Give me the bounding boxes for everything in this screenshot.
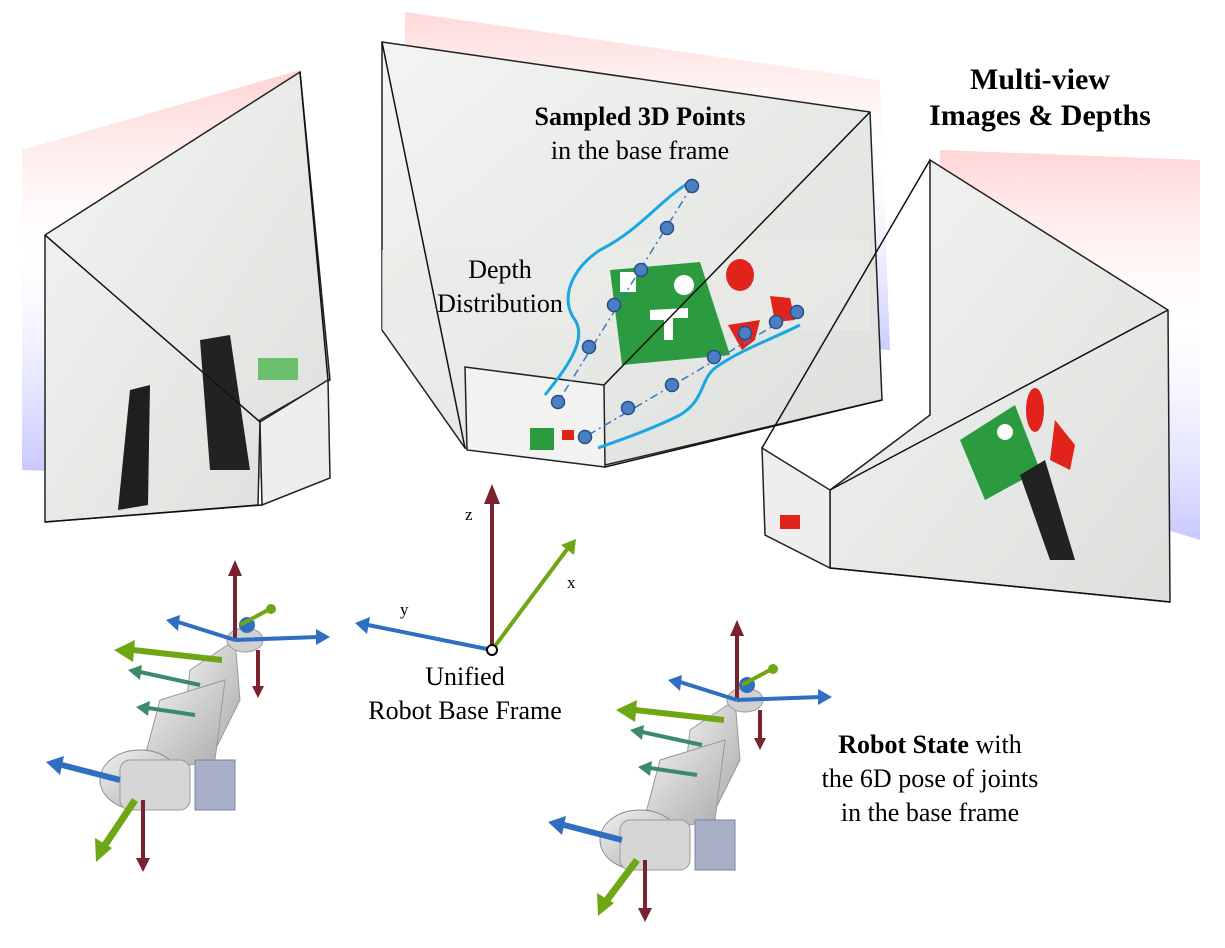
sampled-points — [550, 178, 805, 445]
x-axis-arrow — [561, 539, 576, 555]
x-axis-label: x — [567, 573, 576, 592]
depth-distribution-curve-upper — [543, 180, 691, 396]
z-axis-label: z — [465, 505, 473, 524]
depth-distribution-label: Depth Distribution — [415, 253, 585, 321]
robot-right-joint-frames — [548, 620, 832, 922]
robot-left-joint-frames — [46, 560, 330, 872]
red-cylinder — [726, 259, 754, 291]
y-axis — [367, 623, 493, 652]
base-frame-origin — [486, 644, 498, 656]
base-frame-axes — [355, 484, 576, 656]
sampled-points-label: Sampled 3D Points in the base frame — [490, 100, 790, 168]
center-camera-view — [381, 12, 890, 468]
robot-state-with: with — [968, 730, 1022, 759]
y-axis-label: y — [400, 600, 409, 619]
robot-state-label: Robot State with the 6D pose of joints i… — [770, 728, 1090, 830]
sampled-points-subtitle: in the base frame — [550, 136, 730, 165]
left-camera-frustum-box — [259, 378, 331, 507]
depth-line-1: Depth — [468, 255, 532, 284]
unified-frame-label: Unified Robot Base Frame — [320, 660, 610, 728]
multiview-line-2: Images & Depths — [929, 99, 1151, 132]
right-camera-view — [761, 150, 1200, 603]
multiview-line-1: Multi-view — [970, 63, 1110, 96]
depth-distribution-curve-lower — [597, 323, 801, 450]
sampled-points-title: Sampled 3D Points — [534, 102, 746, 131]
robot-arm-left — [99, 617, 264, 811]
left-camera-view — [22, 70, 331, 523]
robot-state-line-1: Robot State with — [770, 728, 1090, 762]
depth-line-2: Distribution — [437, 289, 563, 318]
unified-line-2: Robot Base Frame — [368, 696, 562, 725]
unified-line-1: Unified — [425, 662, 505, 691]
right-camera-frustum-box — [761, 446, 831, 570]
z-axis-arrow — [484, 484, 500, 504]
y-axis-arrow — [355, 617, 370, 634]
robot-state-line-3: in the base frame — [840, 798, 1020, 827]
robot-state-title: Robot State — [838, 730, 969, 759]
multiview-label: Multi-view Images & Depths — [900, 62, 1180, 134]
center-camera-frustum-box — [464, 366, 606, 468]
robot-state-line-2: the 6D pose of joints — [821, 764, 1039, 793]
green-board-right — [960, 405, 1040, 500]
sample-ray-2 — [584, 311, 798, 438]
x-axis — [490, 546, 570, 652]
robot-arm-right — [599, 677, 764, 871]
